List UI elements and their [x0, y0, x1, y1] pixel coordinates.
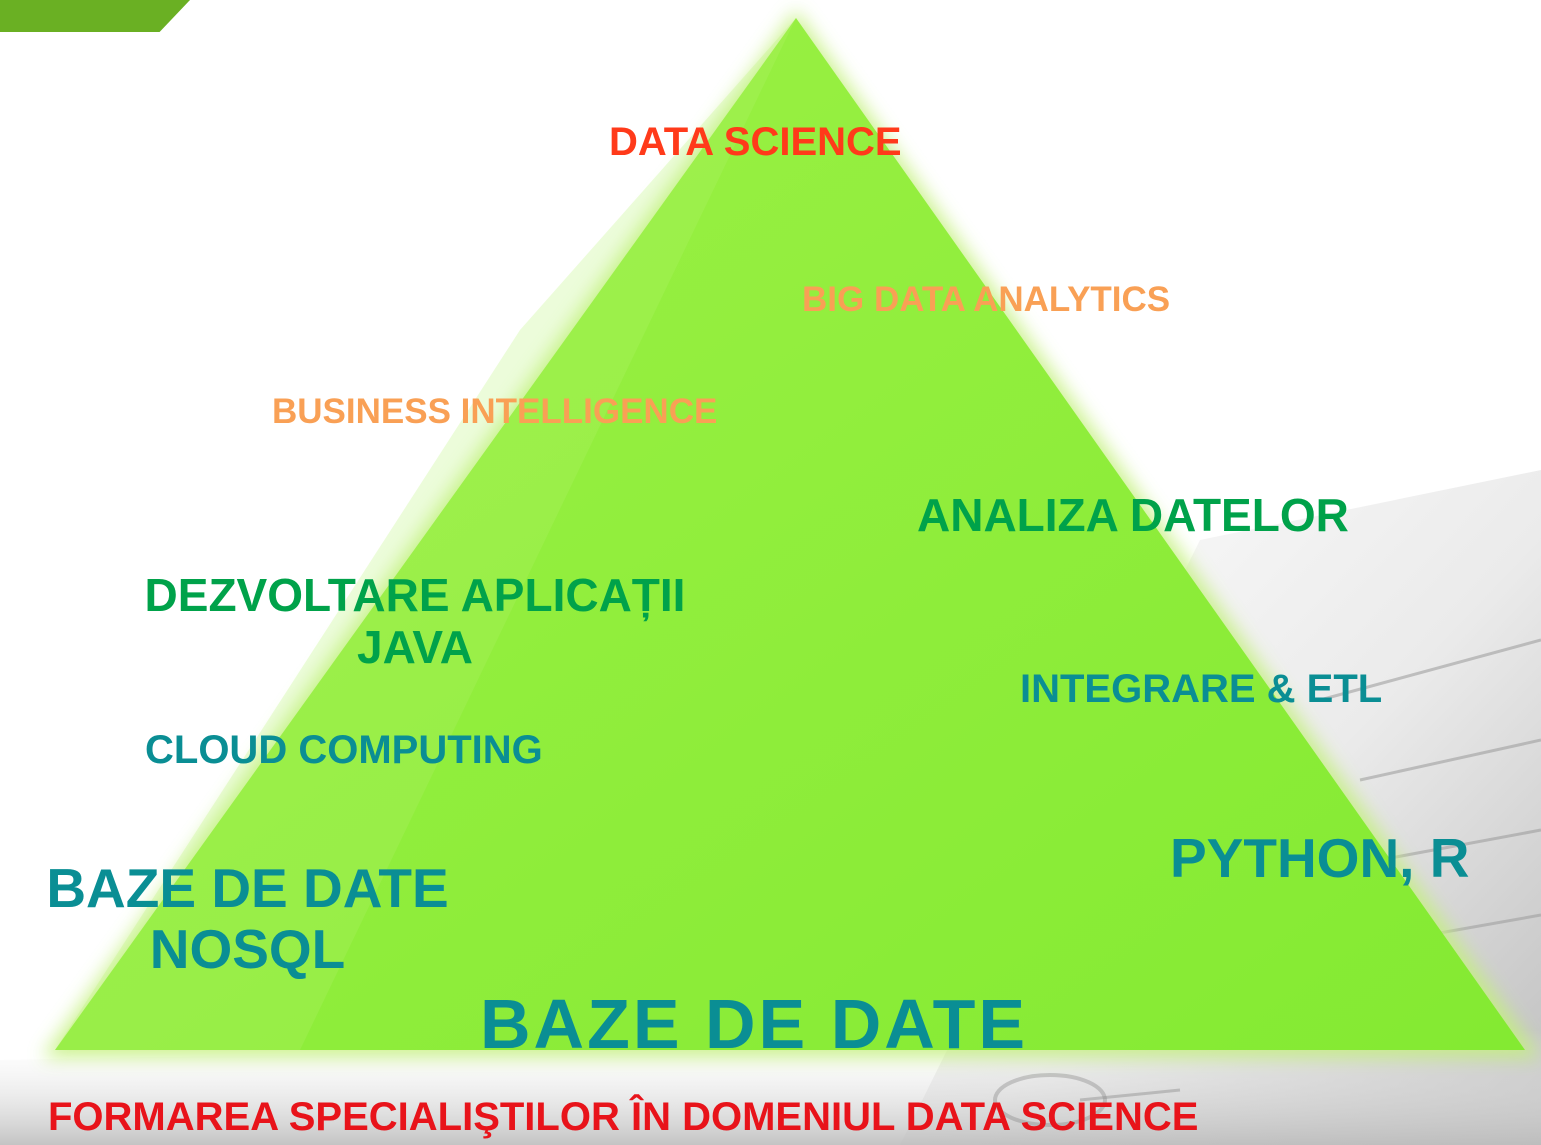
label-big-data-analytics: BIG DATA ANALYTICS — [802, 280, 1171, 319]
label-cloud-computing: CLOUD COMPUTING — [145, 728, 543, 772]
label-data-science: DATA SCIENCE — [609, 120, 902, 164]
label-baze-de-date-nosql: BAZE DE DATE NOSQL — [46, 857, 449, 980]
pyramid-shape — [55, 18, 1525, 1050]
label-integrare-etl: INTEGRARE & ETL — [1020, 667, 1383, 711]
label-dezvoltare-aplicatii-java: DEZVOLTARE APLICAȚII JAVA — [144, 569, 686, 673]
label-business-intelligence: BUSINESS INTELLIGENCE — [272, 392, 718, 431]
footer-title: FORMAREA SPECIALIŞTILOR ÎN DOMENIUL DATA… — [48, 1095, 1199, 1139]
pyramid-light-facet — [55, 18, 796, 1050]
label-python-r: PYTHON, R — [1170, 827, 1470, 889]
label-analiza-datelor: ANALIZA DATELOR — [917, 489, 1349, 541]
corner-tab — [0, 0, 190, 32]
label-baze-de-date: BAZE DE DATE — [480, 985, 1029, 1063]
